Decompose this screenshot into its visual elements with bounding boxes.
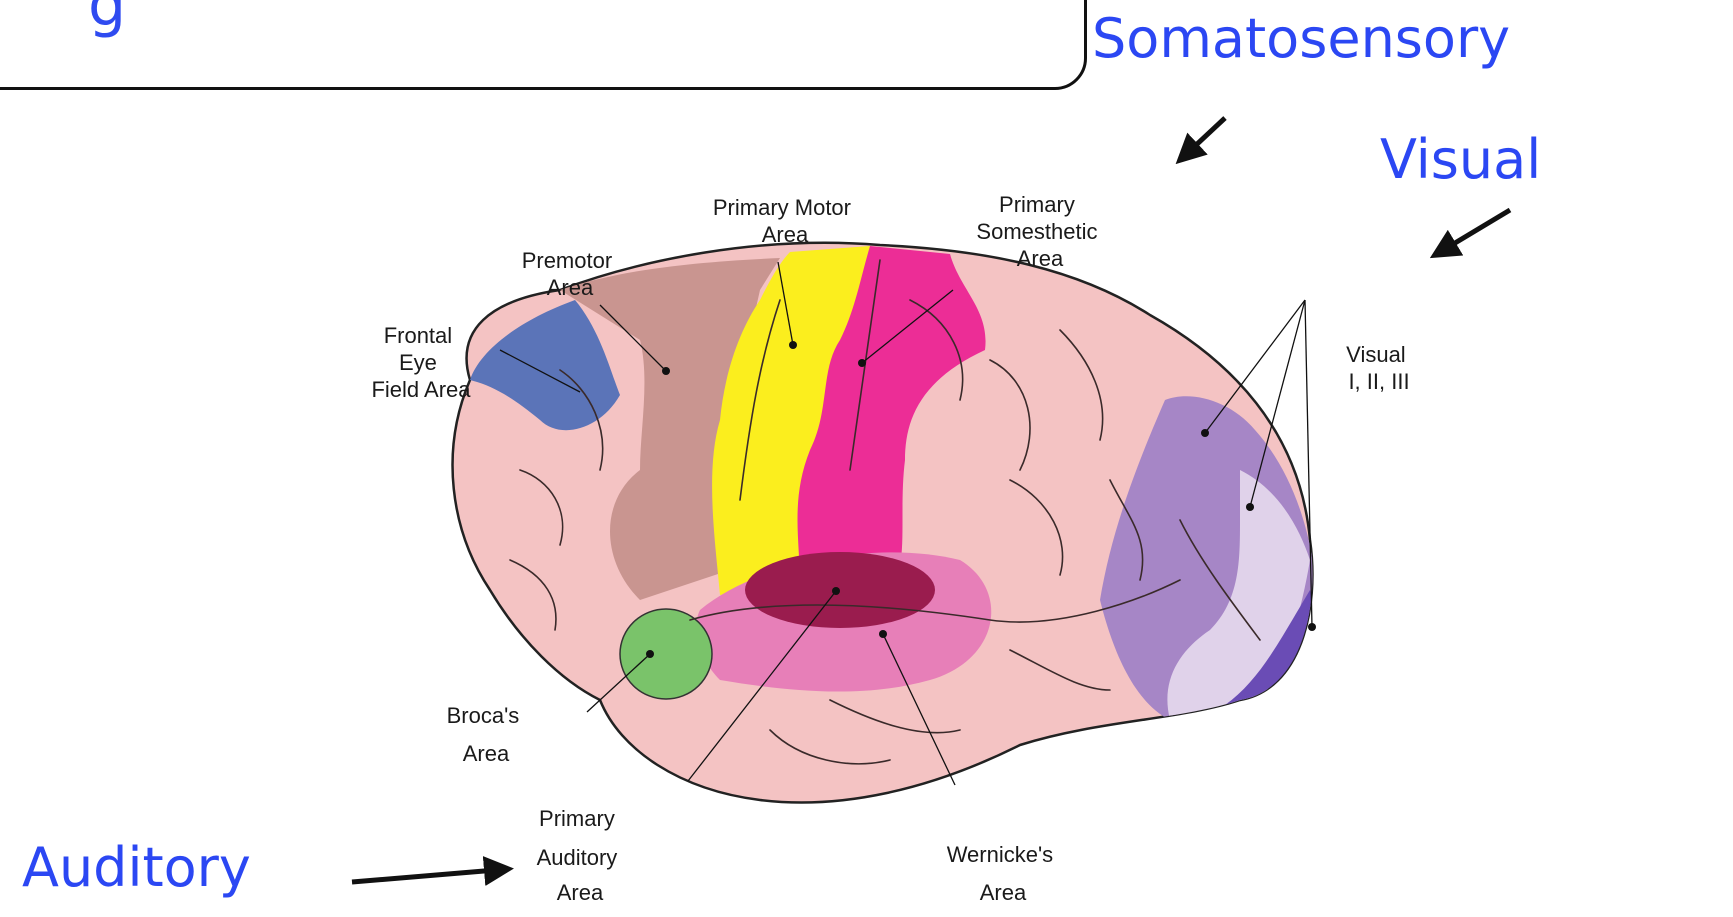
- label-primary-auditory: Primary Auditory Area: [537, 806, 624, 905]
- label-brocas: Broca's Area: [447, 703, 526, 766]
- arrow-somatosensory: [1180, 118, 1225, 160]
- label-wernickes: Wernicke's Area: [947, 842, 1060, 905]
- arrow-visual: [1435, 210, 1510, 255]
- label-primary-motor: Primary Motor Area: [713, 195, 857, 247]
- region-brocas: [620, 609, 712, 699]
- label-frontal-eye-field: Frontal Eye Field Area: [371, 323, 471, 402]
- arrow-auditory: [352, 869, 508, 882]
- region-primary-auditory: [745, 552, 935, 628]
- label-visual-areas: Visual I, II, III: [1346, 342, 1412, 394]
